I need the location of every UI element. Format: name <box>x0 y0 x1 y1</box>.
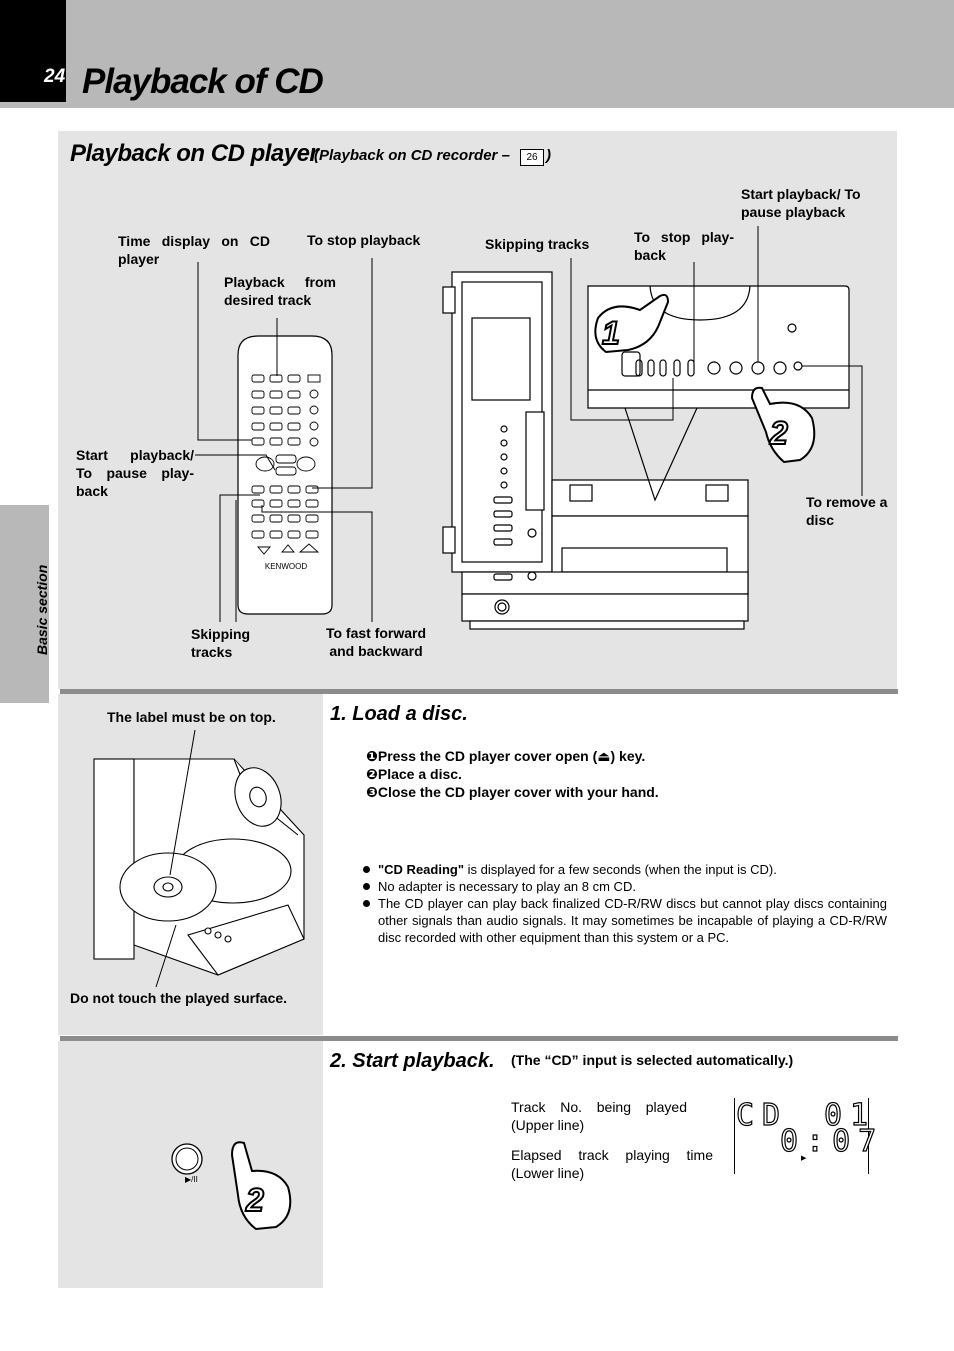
page-title: Playback of CD <box>82 62 324 101</box>
do-not-touch-caption: Do not touch the played surface. <box>70 990 288 1006</box>
substep-2: ❷Place a disc. <box>366 765 659 783</box>
note-item: The CD player can play back finalized CD… <box>362 895 887 946</box>
substep-text: Place a disc. <box>377 766 462 782</box>
step2-title: 2. Start playback. <box>330 1050 495 1072</box>
label-on-top-caption: The label must be on top. <box>107 709 276 725</box>
note-item: No adapter is necessary to play an 8 cm … <box>362 878 887 895</box>
callout-playback-from-track: Playback from desired track <box>224 274 336 308</box>
callout-start-pause-remote: Start playback/ To pause play-back <box>76 447 194 499</box>
substep-marker: ❷ <box>366 766 378 782</box>
step1-substeps: ❶Press the CD player cover open (⏏) key.… <box>366 747 659 801</box>
side-tab <box>0 505 49 703</box>
note-text: is displayed for a few seconds (when the… <box>464 862 777 877</box>
substep-3: ❸Close the CD player cover with your han… <box>366 783 659 801</box>
hand-pointer-2-icon <box>750 386 816 464</box>
substep-marker: ❸ <box>366 784 378 800</box>
header-bar <box>0 0 954 108</box>
remote-brand: KENWOOD <box>265 562 307 571</box>
step2-note: (The “CD” input is selected automaticall… <box>511 1052 794 1068</box>
hand-number-2: 2 <box>769 415 788 451</box>
page-number: 24 <box>44 66 66 87</box>
display-left-border <box>734 1098 735 1174</box>
display-right-border <box>868 1098 869 1174</box>
display-line2: 0:07 <box>779 1123 885 1159</box>
substep-marker: ❶ <box>366 748 378 764</box>
remote-control-illustration <box>237 335 333 615</box>
section-subtitle: (Playback on CD recorder – <box>314 147 510 164</box>
callout-start-pause-unit: Start playback/ To pause playback <box>741 186 861 220</box>
callout-stop-playback-remote: To stop playback <box>307 232 421 248</box>
page-number-tab <box>0 0 66 102</box>
playback-diagram: KENWOOD 1 2 <box>195 226 863 630</box>
step2-hand-number: 2 <box>245 1182 264 1218</box>
callout-time-display: Time display on CD player <box>118 233 270 267</box>
play-pause-label: ▶/II <box>185 1175 198 1184</box>
substep-text: Close the CD player cover with your hand… <box>377 784 659 800</box>
section-divider-2 <box>60 1036 898 1041</box>
disc-loading-illustration <box>93 729 305 988</box>
hand-pointer-1-icon <box>594 293 670 354</box>
note-text: The CD player can play back finalized CD… <box>378 896 887 945</box>
display-line1-right: 01 <box>823 1097 877 1133</box>
play-indicator-icon: ▶ <box>801 1155 807 1162</box>
book-reference-icon: 26 <box>520 149 544 166</box>
section-divider-1 <box>60 689 898 694</box>
display-line1-left: CD <box>735 1097 789 1133</box>
note-text: No adapter is necessary to play an 8 cm … <box>378 879 636 894</box>
note-bold: "CD Reading" <box>378 862 464 877</box>
step1-title: 1. Load a disc. <box>330 703 468 725</box>
note-item: "CD Reading" is displayed for a few seco… <box>362 861 887 878</box>
display-label-lower: Elapsed track playing time (Lower line) <box>511 1147 713 1181</box>
hand-number-1: 1 <box>602 315 620 351</box>
callout-fast-forward: To fast forward and backward <box>325 625 427 659</box>
substep-1: ❶Press the CD player cover open (⏏) key. <box>366 747 659 765</box>
display-label-upper: Track No. being played (Upper line) <box>511 1099 687 1133</box>
substep-text: Press the CD player cover open (⏏) key. <box>377 748 646 764</box>
play-button-illustration: 2 <box>171 1141 292 1231</box>
step1-notes: "CD Reading" is displayed for a few seco… <box>362 861 887 946</box>
callout-stop-playback-unit: To stop play-back <box>634 229 734 263</box>
section-title: Playback on CD player <box>70 140 319 167</box>
callout-skipping-tracks-unit: Skipping tracks <box>485 236 590 252</box>
hand-pointer-icon <box>230 1141 292 1231</box>
callout-skipping-tracks-remote: Skipping tracks <box>191 626 251 660</box>
section-subtitle-close: ) <box>546 147 551 164</box>
callout-remove-disc: To remove a disc <box>806 494 888 528</box>
main-unit-illustration <box>442 271 850 630</box>
